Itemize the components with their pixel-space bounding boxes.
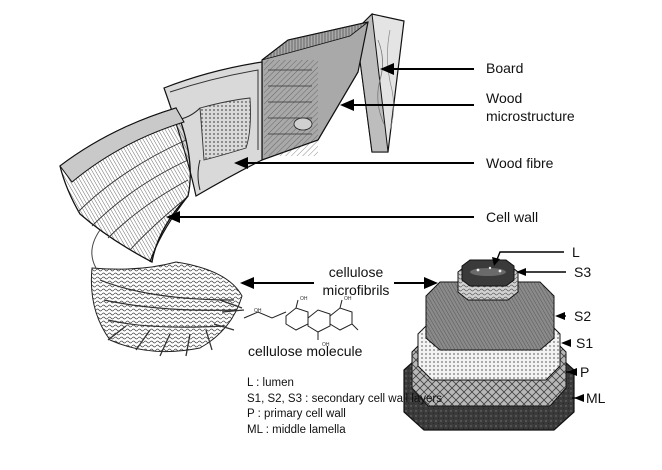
microfibrils-illustration [90, 261, 245, 357]
svg-text:OH: OH [344, 296, 352, 302]
svg-text:OH: OH [300, 296, 308, 302]
wood-microstructure-illustration [261, 21, 369, 161]
label-cellulose-microfibrils-line2: microfibrils [322, 282, 390, 298]
svg-text:OH: OH [322, 342, 330, 348]
legend-item: P : primary cell wall [247, 408, 346, 420]
cellulose-molecule-illustration: OH OH OH OH [243, 296, 359, 348]
layer-label-S2: S2 [574, 308, 592, 324]
cell-wall-layers-block [403, 259, 575, 431]
layer-label-S1: S1 [576, 335, 594, 351]
label-wood-fibre: Wood fibre [486, 155, 554, 171]
cell-wall-illustration [59, 107, 191, 269]
label-cell-wall: Cell wall [486, 209, 539, 225]
legend-item: S1, S2, S3 : secondary cell wall layers [247, 392, 442, 405]
label-cellulose-molecule: cellulose molecule [248, 343, 363, 359]
legend-item: ML : middle lamella [247, 423, 346, 436]
legend: L : lumen S1, S2, S3 : secondary cell wa… [247, 376, 442, 438]
layer-label-S3: S3 [574, 264, 592, 280]
layer-label-ML: ML [586, 390, 606, 406]
label-wood-microstructure-line1: Wood [486, 90, 523, 106]
label-cellulose-microfibrils-line1: cellulose [328, 264, 384, 280]
svg-text:OH: OH [254, 308, 262, 314]
label-wood-microstructure-line2: microstructure [486, 108, 575, 124]
board-illustration [355, 12, 405, 153]
label-board: Board [486, 60, 524, 76]
arrows [166, 63, 584, 402]
layer-label-P: P [580, 364, 590, 380]
layer-label-L: L [572, 244, 580, 260]
legend-item: L : lumen [247, 377, 294, 389]
